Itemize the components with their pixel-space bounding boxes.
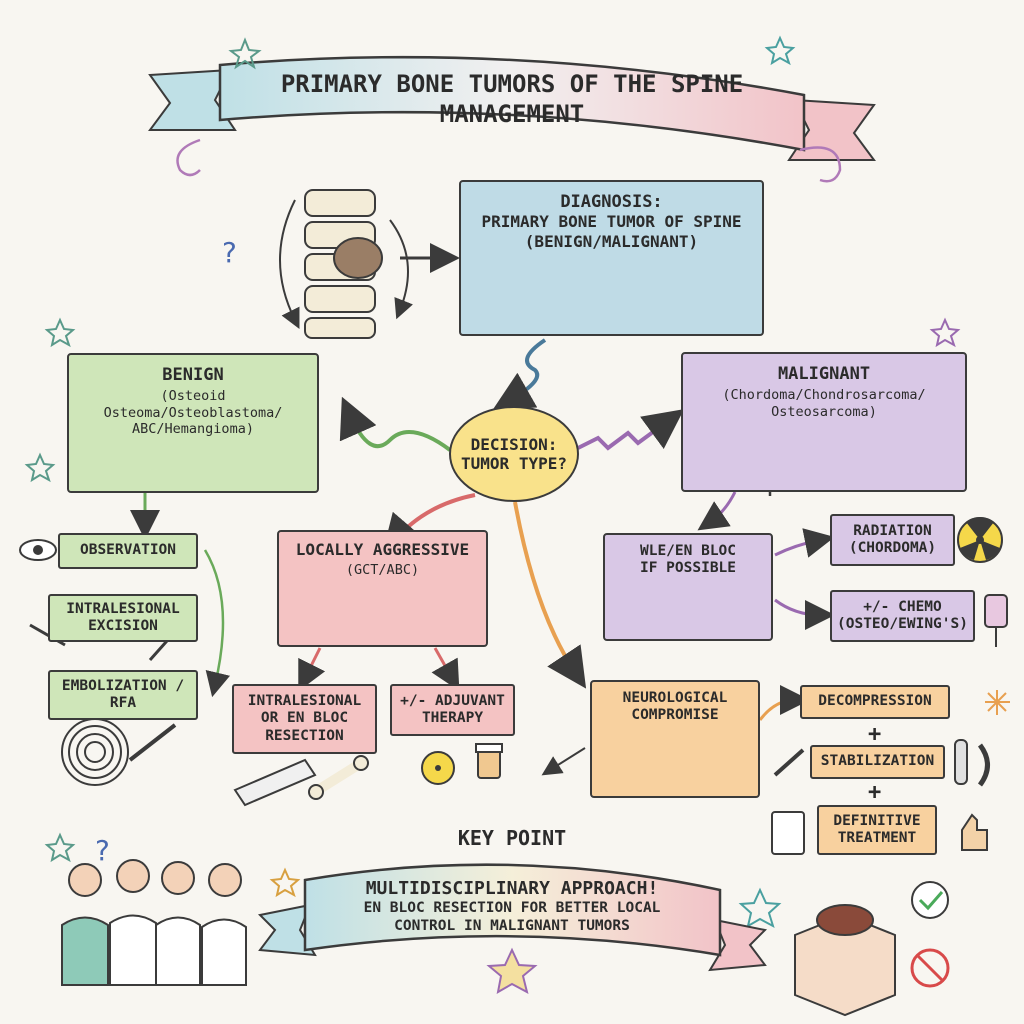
chemo-option: +/- CHEMO (OSTEO/EWING'S) bbox=[830, 590, 975, 642]
arrow-wle-to-chemo bbox=[774, 598, 835, 630]
plus-sign: + bbox=[868, 722, 882, 747]
arrow-benign-options-loop bbox=[203, 549, 231, 698]
intralesional-excision-option: INTRALESIONAL EXCISION bbox=[48, 594, 198, 642]
diagnosis-box: DIAGNOSIS: PRIMARY BONE TUMOR OF SPINE (… bbox=[459, 180, 764, 336]
svg-text:?: ? bbox=[222, 236, 237, 269]
radiation-line2: (CHORDOMA) bbox=[848, 540, 937, 556]
radiation-icon bbox=[421, 751, 455, 785]
plate-icon bbox=[954, 739, 968, 785]
benign-subtypes-line1: (Osteoid Osteoma/Osteoblastoma/ bbox=[103, 388, 283, 421]
key-point-line1: MULTIDISCIPLINARY APPROACH! bbox=[365, 878, 659, 899]
arrow-decision-to-neuro bbox=[513, 501, 587, 689]
chemo-line2: (OSTEO/EWING'S) bbox=[837, 616, 968, 632]
benign-box: BENIGN (Osteoid Osteoma/Osteoblastoma/ A… bbox=[67, 353, 319, 493]
rfa-probe-icon bbox=[128, 723, 177, 762]
definitive-treatment-step: DEFINITIVE TREATMENT bbox=[817, 805, 937, 855]
locally-aggressive-box: LOCALLY AGGRESSIVE (GCT/ABC) bbox=[277, 530, 488, 647]
aggressive-title: LOCALLY AGGRESSIVE bbox=[295, 540, 470, 559]
page-subtitle: MANAGEMENT bbox=[439, 100, 585, 128]
diagnosis-line3: (BENIGN/MALIGNANT) bbox=[524, 231, 699, 251]
observation-option: OBSERVATION bbox=[58, 533, 198, 569]
rod-icon bbox=[977, 743, 990, 787]
intralesional-excision-label: INTRALESIONAL EXCISION bbox=[66, 600, 180, 634]
bone-icon bbox=[308, 755, 369, 800]
arrow-malignant-to-wle bbox=[697, 491, 737, 531]
page-title: PRIMARY BONE TUMORS OF THE SPINE bbox=[280, 70, 744, 98]
arrow-decision-to-malignant bbox=[577, 409, 685, 451]
diagnosis-line2: PRIMARY BONE TUMOR OF SPINE bbox=[481, 212, 742, 232]
clipboard-icon bbox=[771, 811, 805, 855]
stabilization-label: STABILIZATION bbox=[820, 753, 935, 770]
eye-icon bbox=[19, 539, 57, 561]
adjuvant-line2: THERAPY bbox=[421, 710, 484, 726]
coil-icon bbox=[61, 718, 129, 786]
pill-bottle-icon bbox=[475, 743, 503, 779]
wle-en-bloc-box: WLE/EN BLOC IF POSSIBLE bbox=[603, 533, 773, 641]
decompression-label: DECOMPRESSION bbox=[818, 693, 932, 710]
malignant-subtypes-line1: (Chordoma/Chondrosarcoma/ bbox=[722, 387, 926, 404]
malignant-title: MALIGNANT bbox=[777, 364, 871, 384]
radiation-line1: RADIATION bbox=[853, 522, 932, 539]
diagnosis-title: DIAGNOSIS: bbox=[560, 192, 663, 212]
key-point-line2: EN BLOC RESECTION FOR BETTER LOCAL bbox=[363, 900, 661, 916]
resection-line3: RESECTION bbox=[265, 727, 344, 744]
swirl-decoration bbox=[176, 138, 842, 183]
star-icon bbox=[486, 947, 538, 994]
medical-team-icon bbox=[61, 859, 247, 986]
wle-line1: WLE/EN BLOC bbox=[639, 543, 737, 559]
aggressive-subtypes: (GCT/ABC) bbox=[345, 562, 420, 579]
star-icon bbox=[24, 35, 961, 929]
radiation-option: RADIATION (CHORDOMA) bbox=[830, 514, 955, 566]
key-point-label: KEY POINT bbox=[457, 826, 567, 850]
decision-node: DECISION: TUMOR TYPE? bbox=[449, 406, 579, 502]
stabilization-step: STABILIZATION bbox=[810, 745, 945, 779]
arrow-decision-to-benign bbox=[339, 396, 452, 452]
adjuvant-line1: +/- ADJUVANT bbox=[400, 692, 505, 709]
saw-icon bbox=[233, 758, 317, 807]
adjuvant-therapy-option: +/- ADJUVANT THERAPY bbox=[390, 684, 515, 736]
arrow-diagnosis-to-decision bbox=[492, 338, 547, 410]
observation-label: OBSERVATION bbox=[79, 542, 177, 559]
resection-line2: OR EN BLOC bbox=[260, 710, 349, 727]
neuro-line1: NEUROLOGICAL bbox=[622, 690, 728, 706]
embolization-label: EMBOLIZATION / RFA bbox=[61, 677, 185, 711]
arrow-wle-to-radiation bbox=[774, 528, 835, 558]
iv-bag-icon bbox=[984, 594, 1008, 647]
nerve-burst-icon bbox=[985, 690, 1010, 715]
thumbs-up-icon bbox=[961, 813, 988, 851]
decision-line2: TUMOR TYPE? bbox=[461, 454, 567, 473]
checkmark-icon bbox=[911, 881, 949, 919]
benign-subtypes-line2: ABC/Hemangioma) bbox=[132, 420, 254, 437]
malignant-box: MALIGNANT (Chordoma/Chondrosarcoma/ Oste… bbox=[681, 352, 967, 492]
embolization-option: EMBOLIZATION / RFA bbox=[48, 670, 198, 720]
arrow-neuro-to-decompression bbox=[758, 685, 810, 721]
chemo-line1: +/- CHEMO bbox=[863, 598, 942, 615]
arrow-aggressive-to-adjuvant bbox=[431, 647, 460, 692]
resection-option: INTRALESIONAL OR EN BLOC RESECTION bbox=[232, 684, 377, 754]
radiation-icon bbox=[957, 516, 1003, 563]
malignant-subtypes-line2: Osteosarcoma) bbox=[771, 403, 877, 420]
neurological-compromise-box: NEUROLOGICAL COMPROMISE bbox=[590, 680, 760, 798]
prohibited-icon bbox=[910, 948, 950, 988]
plus-sign: + bbox=[868, 780, 882, 805]
screw-icon bbox=[773, 748, 805, 777]
spine-icon bbox=[279, 189, 413, 339]
key-point-ribbon bbox=[257, 863, 768, 972]
arrow-neuro-to-back bbox=[541, 747, 586, 776]
definitive-treatment-label: DEFINITIVE TREATMENT bbox=[833, 812, 921, 846]
svg-text:?: ? bbox=[95, 834, 110, 867]
resected-block-icon bbox=[794, 904, 896, 1017]
benign-title: BENIGN bbox=[162, 365, 224, 385]
wle-line2: IF POSSIBLE bbox=[639, 560, 737, 577]
key-point-line3: CONTROL IN MALIGNANT TUMORS bbox=[394, 918, 630, 934]
title-ribbon bbox=[148, 55, 876, 161]
arrow-aggressive-to-resection bbox=[298, 647, 326, 692]
resection-line1: INTRALESIONAL bbox=[247, 692, 362, 709]
decompression-step: DECOMPRESSION bbox=[800, 685, 950, 719]
decision-line1: DECISION: bbox=[470, 435, 558, 454]
neuro-line2: COMPROMISE bbox=[631, 707, 719, 724]
